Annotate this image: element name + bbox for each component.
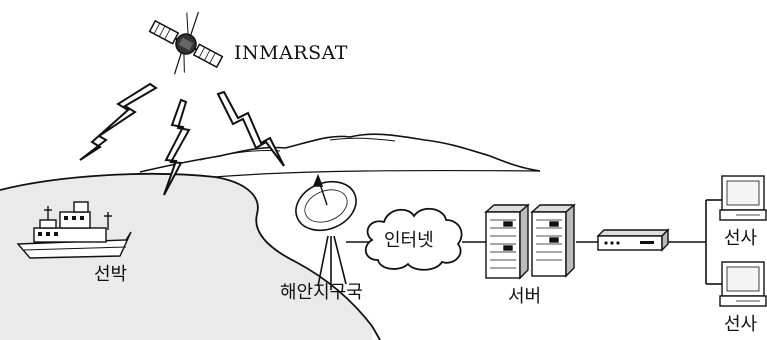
desktop-computer-icon — [719, 261, 767, 307]
server-label: 서버 — [508, 286, 542, 307]
router-icon — [596, 228, 670, 252]
network-links — [346, 199, 722, 285]
cloud-icon — [364, 207, 463, 271]
server-rack-icon — [484, 203, 530, 280]
coastline — [0, 173, 381, 340]
satellite-icon — [148, 11, 224, 75]
earth-station-label: 해안지구국 — [280, 282, 363, 303]
lightning-bolt-icon — [216, 90, 285, 167]
mountain-ridge — [199, 137, 396, 161]
sea-area — [0, 173, 372, 340]
lightning-bolt-icon — [163, 98, 191, 196]
ship-label: 선박 — [94, 264, 128, 285]
desktop-computer-icon — [719, 175, 767, 221]
ship-icon — [16, 201, 132, 259]
horizon-line — [214, 169, 541, 178]
server-rack-icon — [530, 203, 576, 278]
mountain-range — [139, 133, 541, 173]
satellite-dish-icon — [295, 173, 357, 290]
satellite-label: INMARSAT — [234, 42, 348, 64]
company-label-1: 선사 — [724, 228, 758, 249]
internet-label: 인터넷 — [384, 230, 434, 251]
company-label-2: 선사 — [724, 314, 758, 335]
lightning-bolt-icon — [79, 82, 158, 161]
